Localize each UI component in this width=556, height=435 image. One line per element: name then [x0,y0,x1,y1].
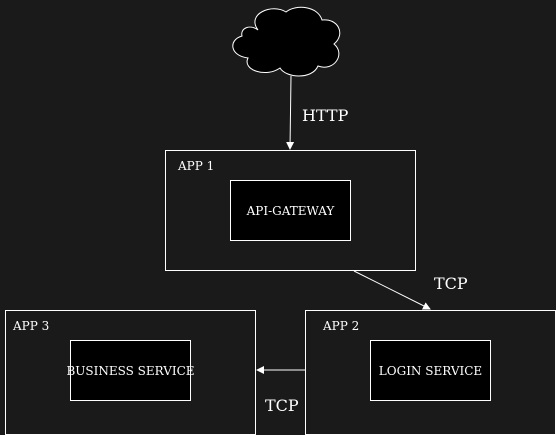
http-edge-label: HTTP [302,106,349,125]
app3-label: APP 3 [13,319,50,333]
app2-label: APP 2 [323,319,360,333]
app2-container: APP 2 LOGIN SERVICE [305,310,556,435]
tcp-edge-label-login-business: TCP [265,396,299,415]
tcp-edge-label-gateway-login: TCP [434,274,468,293]
app1-label: APP 1 [178,159,215,173]
app3-container: APP 3 BUSINESS SERVICE [5,310,256,435]
tcp-connector-arrow-gateway-login [353,270,431,310]
http-connector-arrow [286,75,295,150]
internet-cloud-icon [232,6,341,77]
api-gateway-node: API-GATEWAY [230,180,351,241]
app1-container: APP 1 API-GATEWAY [165,150,416,271]
login-service-node: LOGIN SERVICE [370,340,491,401]
business-service-node: BUSINESS SERVICE [66,340,195,401]
